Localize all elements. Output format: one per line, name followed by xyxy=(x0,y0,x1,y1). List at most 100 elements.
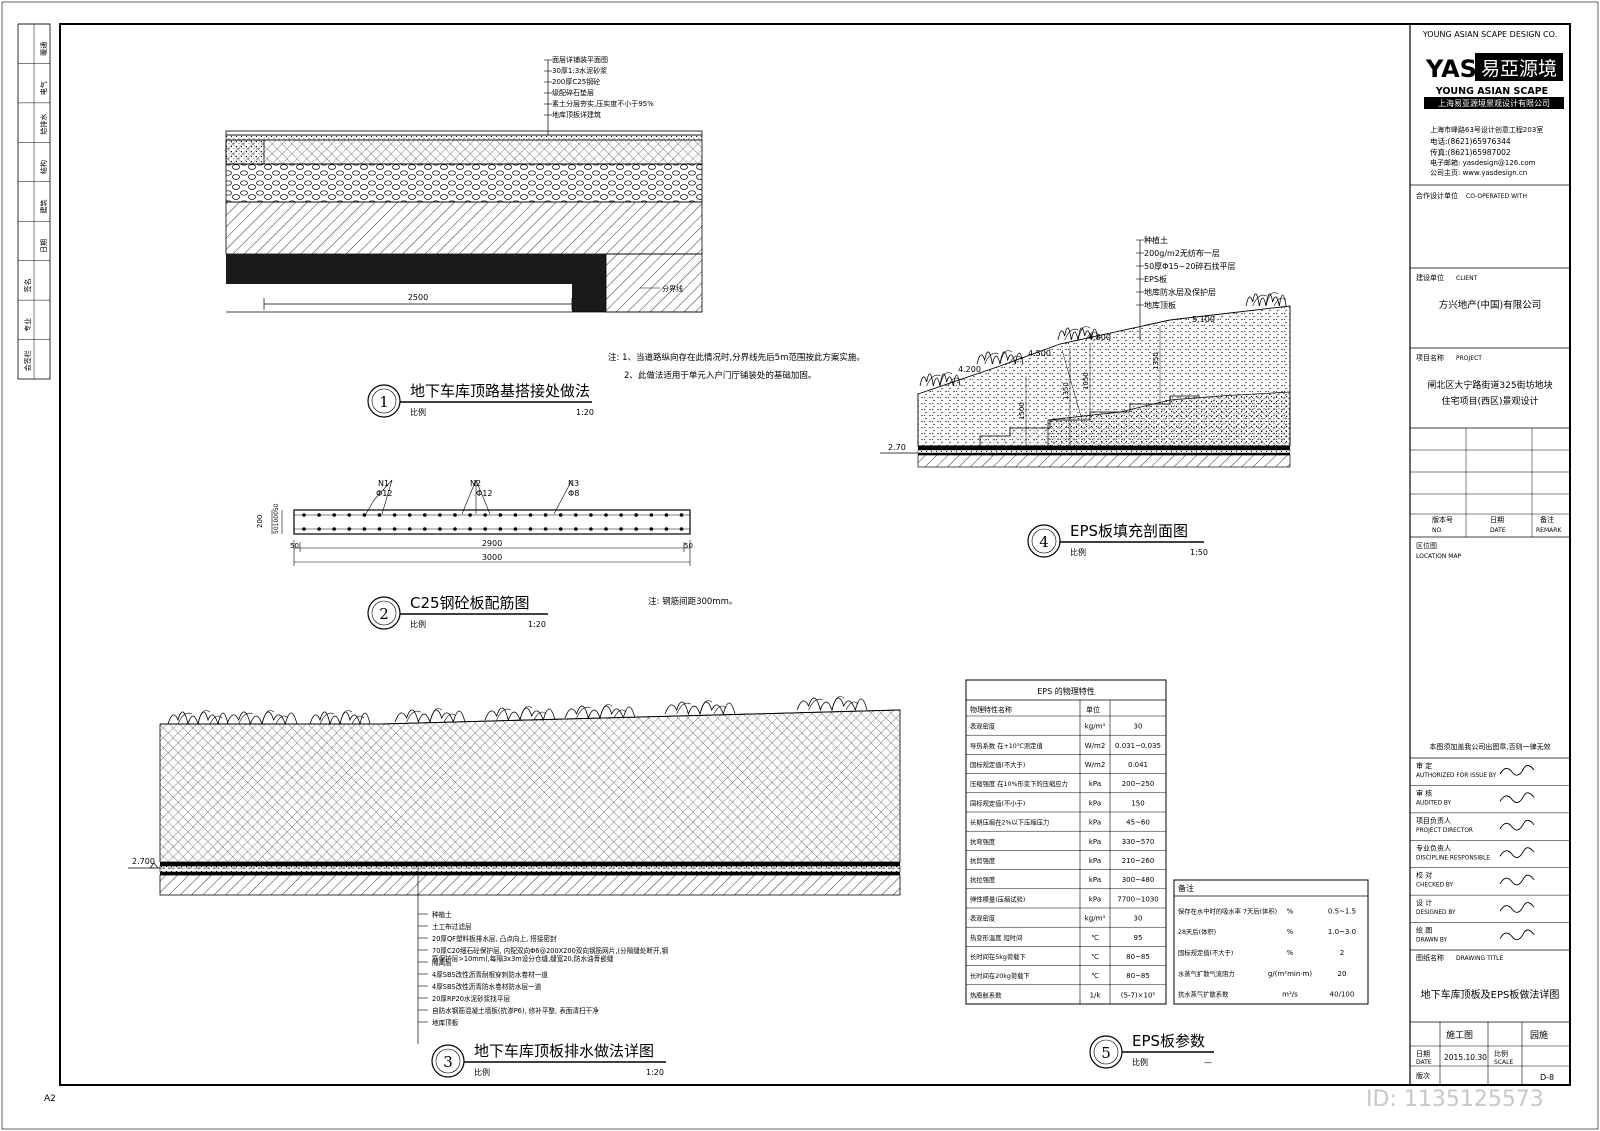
rev-no-en: NO. xyxy=(1432,527,1443,534)
eps-cell-unit: ℃ xyxy=(1091,953,1099,961)
eps2-cell-name: 水蒸气扩散气流阻力 xyxy=(1178,969,1235,978)
eps-cell-value: (5-7)×10⁵ xyxy=(1121,991,1156,999)
rebar-dot xyxy=(604,513,608,517)
rebar-dot xyxy=(453,527,457,531)
d4-layer-3: 50厚Φ15~20碎石找平层 xyxy=(1144,261,1236,271)
project-line1: 闸北区大宁路街道325街坊地块 xyxy=(1427,379,1552,391)
date-en: DATE xyxy=(1416,1059,1432,1066)
shrub-symbol xyxy=(484,706,556,722)
d4-layer-5: 地库防水层及保护层 xyxy=(1144,287,1216,297)
d3-title: 地下车库顶板排水做法详图 xyxy=(474,1042,654,1060)
d5-num: 5 xyxy=(1101,1044,1111,1062)
rebar-dot xyxy=(558,527,563,531)
d4-dim-4: 1350 xyxy=(1152,352,1160,370)
rebar-dot xyxy=(513,527,518,531)
detail-2-section: N1 Φ12 N2 Φ12 N3 Φ8 50 2900 50 3000 200 … xyxy=(256,479,737,630)
eps2-cell-name: 28天后(体积) xyxy=(1178,927,1216,936)
signoff-label-en: DRAWN BY xyxy=(1416,938,1447,944)
drawing-title: 地下车库顶板及EPS板做法详图 xyxy=(1421,988,1560,1001)
eps-cell-unit: kPa xyxy=(1089,838,1101,846)
eps-cell-unit: W/m2 xyxy=(1085,761,1106,769)
signature-scribble xyxy=(1499,847,1535,858)
rebar-dot xyxy=(438,527,442,531)
detail-5-title: 5 EPS板参数 比例 — xyxy=(1089,1032,1214,1069)
d2-dim-mid: 2900 xyxy=(482,539,502,548)
tel: 电话:(8621)65976344 xyxy=(1430,136,1511,146)
rebar-dot xyxy=(483,513,488,517)
shrub-symbol xyxy=(226,710,298,726)
eps-cell-name: 压缩强度 在10%形变下的压缩应力 xyxy=(970,779,1068,788)
strip-label: 签名 xyxy=(23,278,32,292)
d4-layer-1: 种植土 xyxy=(1144,235,1168,245)
rebar-dot xyxy=(513,513,518,517)
eps-cell-value: 0.031~0.035 xyxy=(1115,742,1161,750)
rebar-dot xyxy=(679,527,684,531)
eps-cell-value: 95 xyxy=(1134,934,1143,942)
rebar-dot xyxy=(483,527,488,531)
signoff-label-en: CHECKED BY xyxy=(1416,883,1454,889)
eps-cell-unit: ℃ xyxy=(1091,972,1099,980)
email: 电子邮箱: yasdesign@126.com xyxy=(1430,158,1536,167)
watermark-id: ID: 1135125573 xyxy=(1366,1087,1544,1112)
rebar-n3-dia: Φ8 xyxy=(568,489,579,498)
d4-dim-3: 1050 xyxy=(1082,372,1090,390)
eps-cell-value: 30 xyxy=(1134,723,1143,731)
eps-cell-unit: kPa xyxy=(1089,857,1101,865)
eps-cell-name: 抗拉强度 xyxy=(970,875,996,884)
scale-en: SCALE xyxy=(1494,1059,1513,1066)
rev-remark: 备注 xyxy=(1540,515,1554,524)
eps-cell-unit: kg/m³ xyxy=(1085,723,1106,731)
d5-scale-label: 比例 xyxy=(1132,1057,1148,1067)
signoff-label: 绘 图 xyxy=(1416,926,1432,935)
rebar-dot xyxy=(362,513,367,517)
signature-scribble xyxy=(1499,792,1535,804)
d1-dim: 2500 xyxy=(408,293,428,302)
d3-layer: 4厚SBS改性沥青防水卷材防水层一道 xyxy=(432,982,542,991)
signoff-label: 专业负责人 xyxy=(1416,843,1451,852)
rebar-dot xyxy=(407,513,412,517)
signoff-label: 设 计 xyxy=(1416,898,1432,907)
eps-cell-name: 国标规定值(不大于) xyxy=(970,760,1025,769)
rebar-n1-dia: Φ12 xyxy=(376,489,392,498)
d4-dim-1: 1500 xyxy=(1018,402,1026,420)
shrub-symbol xyxy=(919,372,961,387)
rev-date-en: DATE xyxy=(1490,527,1506,534)
strip-label: 会签栏 xyxy=(23,350,32,371)
shrub-symbol xyxy=(167,710,229,726)
eps-table-title: EPS 的物理特性 xyxy=(1037,686,1095,696)
d1-boundary: 分界线 xyxy=(662,284,683,293)
signature-scribble xyxy=(1499,874,1535,886)
d2-dim-total: 3000 xyxy=(482,553,502,562)
logo-sub: 上海易亚源境景观设计有限公司 xyxy=(1438,98,1550,108)
d3-layer: 地库顶板 xyxy=(432,1018,459,1027)
eps2-cell-unit: % xyxy=(1287,907,1294,915)
eps-cell-name: 长期压缩在2%以下压缩压力 xyxy=(970,818,1049,827)
rebar-dot xyxy=(589,513,593,517)
logo-yas: YAS xyxy=(1425,55,1477,83)
shrub-symbol xyxy=(664,700,736,716)
rebar-dot xyxy=(619,513,623,517)
d3-layer: 70厚C20细石砼保护层, 内配双向Φ6@200X200双向钢筋网片,(分隔缝处… xyxy=(432,946,669,963)
eps-cell-value: 0.041 xyxy=(1128,761,1148,769)
rebar-dot xyxy=(392,527,397,531)
eps-cell-name: 热膨胀系数 xyxy=(970,990,1002,999)
web: 公司主页: www.yasdesign.cn xyxy=(1430,168,1527,177)
d4-scale: 1:50 xyxy=(1190,548,1208,557)
shrub-symbol xyxy=(796,696,868,712)
rebar-dot xyxy=(589,527,593,531)
eps-cell-unit: kPa xyxy=(1089,799,1101,807)
eps-cell-unit: kPa xyxy=(1089,876,1101,884)
d1-layer-3: 200厚C25钢砼 xyxy=(552,77,600,86)
eps-cell-name: 表观密度 xyxy=(970,914,996,923)
eps2-cell-unit: m²/s xyxy=(1282,991,1298,999)
d3-scale-label: 比例 xyxy=(474,1067,490,1077)
eps-cell-value: 210~260 xyxy=(1122,857,1155,865)
eps2-cell-name: 保存在水中时的吸水率 7天后(体积) xyxy=(1178,906,1277,915)
eps-cell-value: 80~85 xyxy=(1126,953,1150,961)
strip-label: 专业 xyxy=(23,318,32,332)
fax: 传真:(8621)65987002 xyxy=(1430,147,1511,157)
cooperated-label: 合作设计单位 xyxy=(1416,191,1458,200)
eps-cell-name: 长时间在20kg荷载下 xyxy=(970,971,1030,980)
